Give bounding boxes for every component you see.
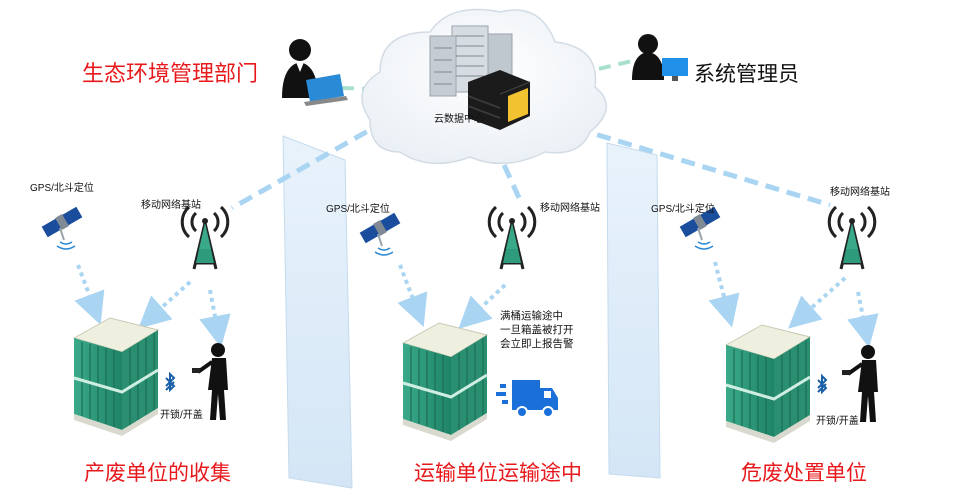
gps-label: GPS/北斗定位 [326, 204, 390, 215]
admin-monitor-icon [632, 34, 688, 81]
stage-title-transport: 运输单位运输途中 [414, 462, 582, 485]
satellite-icon [358, 211, 402, 256]
gps-label: GPS/北斗定位 [30, 183, 94, 194]
gps-label: GPS/北斗定位 [651, 204, 715, 215]
base-station-label: 移动网络基站 [141, 200, 201, 211]
alert-line-1: 满桶运输途中 [500, 310, 563, 322]
waste-bin-icon [72, 316, 160, 438]
satellite-icon [40, 205, 84, 250]
base-station-label: 移动网络基站 [830, 187, 890, 198]
antenna-tower-icon [180, 205, 230, 271]
alert-line-3: 会立即上报告警 [500, 338, 574, 350]
alert-line-2: 一旦箱盖被打开 [500, 324, 574, 336]
admin-laptop-icon [282, 39, 348, 106]
unlock-label: 开锁/开盖 [160, 410, 203, 421]
stage-title-disposal: 危废处置单位 [741, 462, 867, 485]
env-dept-label: 生态环境管理部门 [82, 61, 259, 86]
unlock-label: 开锁/开盖 [816, 416, 859, 427]
base-station-label: 移动网络基站 [540, 203, 600, 214]
stage-title-collection: 产废单位的收集 [84, 462, 231, 485]
alert-text: 满桶运输途中 一旦箱盖被打开 会立即上报告警 [500, 309, 574, 351]
antenna-tower-icon [487, 205, 537, 271]
bluetooth-icon [165, 373, 175, 391]
sys-admin-label: 系统管理员 [694, 63, 799, 86]
divider-panel-right [606, 142, 661, 479]
waste-bin-icon [401, 321, 489, 443]
bluetooth-icon [817, 375, 827, 393]
cloud-center-label: 云数据中心 [434, 114, 484, 125]
dotted-arrows [74, 261, 879, 348]
cloud-data-center [361, 8, 607, 165]
server-rack-icon [429, 25, 531, 130]
phone-user-icon [840, 343, 880, 424]
antenna-tower-icon [827, 205, 877, 271]
delivery-truck-icon [496, 380, 558, 418]
divider-panel-left [282, 135, 353, 489]
waste-bin-icon [724, 323, 812, 445]
